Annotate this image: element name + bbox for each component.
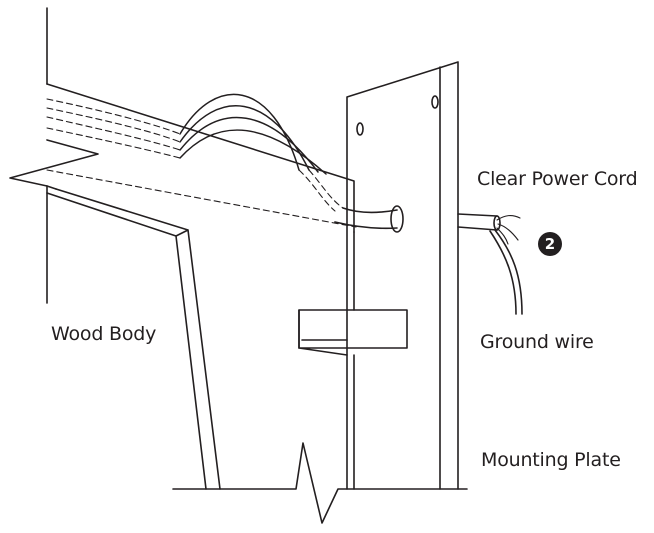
power-cord-exit	[334, 207, 398, 230]
power-cord-loop	[179, 93, 327, 175]
label-mounting-plate: Mounting Plate	[481, 449, 621, 471]
power-cord-back	[457, 213, 498, 231]
label-ground-wire: Ground wire	[480, 331, 594, 353]
wood-body-top-panel-bottom	[46, 185, 57, 190]
power-cord-end	[493, 215, 501, 231]
frayed-wires	[496, 215, 521, 245]
ground-wire	[489, 229, 523, 315]
hidden-cord-path	[46, 98, 357, 228]
mounting-plate-outline	[346, 61, 459, 490]
mounting-hole-left	[356, 122, 364, 136]
label-clear-power-cord: Clear Power Cord	[477, 168, 638, 190]
label-wood-body: Wood Body	[51, 323, 157, 345]
wood-body-top-panel	[9, 83, 355, 233]
wood-body-front-panel	[46, 188, 221, 490]
mounting-bracket	[298, 309, 408, 356]
cord-grommet-hole	[390, 205, 404, 233]
mounting-hole-right	[431, 95, 439, 109]
step-number-badge: 2	[538, 232, 562, 256]
floor-line	[172, 442, 468, 524]
